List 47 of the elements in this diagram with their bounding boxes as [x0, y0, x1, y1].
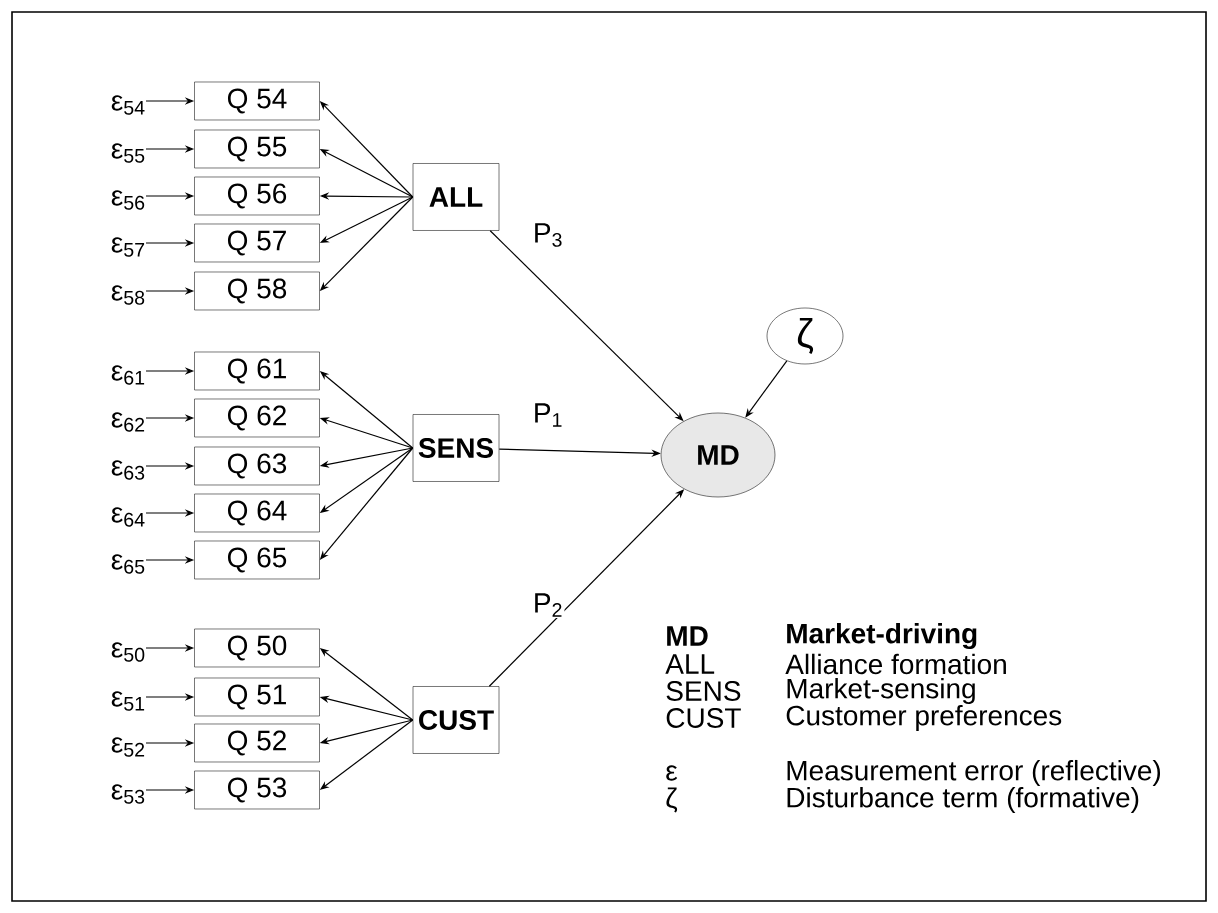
error-term-label: ε$_{54}$ — [111, 95, 145, 115]
error-term-label: ε$_{51}$ — [111, 691, 145, 711]
indicator-box: Q 63 — [194, 446, 320, 486]
definition-text: Alliance formation — [785, 653, 1006, 675]
indicator-box: Q 54 — [194, 81, 320, 121]
path-coefficient-label: P$_{2}$ — [531, 591, 565, 619]
indicator-box: Q 64 — [194, 493, 320, 533]
indicator-box: Q 61 — [194, 351, 320, 391]
indicator-box: Q 56 — [194, 176, 320, 216]
error-term-label: ε$_{53}$ — [111, 784, 145, 804]
abbreviation-text: ALL — [665, 654, 715, 674]
error-term-label: ε$_{62}$ — [111, 412, 145, 432]
indicator-box: Q 57 — [194, 223, 320, 263]
indicator-box: Q 50 — [194, 628, 320, 668]
indicator-box: Q 58 — [194, 271, 320, 311]
indicator-box: Q 52 — [194, 723, 320, 763]
error-term-label: ε$_{64}$ — [111, 507, 145, 527]
path-coefficient-label: P$_{3}$ — [531, 221, 565, 249]
indicator-box: Q 65 — [194, 540, 320, 580]
error-term-label: ε$_{56}$ — [111, 190, 145, 210]
construct-box: ALL — [412, 163, 500, 231]
error-term-label: ε$_{55}$ — [111, 143, 145, 163]
indicator-box: Q 55 — [194, 129, 320, 169]
construct-box: CUST — [412, 686, 500, 754]
error-term-label: ε$_{52}$ — [111, 737, 145, 757]
indicator-box: Q 62 — [194, 398, 320, 438]
abbreviation-text: SENS — [666, 681, 741, 701]
definition-text: Market-sensing — [787, 677, 975, 705]
abbreviation-text: ε — [666, 765, 678, 781]
construct-box: SENS — [412, 414, 500, 482]
abbreviation-text: CUST — [666, 708, 741, 728]
arrow — [745, 360, 788, 418]
error-term-label: ε$_{50}$ — [111, 642, 145, 662]
error-term-label: ε$_{57}$ — [111, 237, 145, 257]
error-term-label: ε$_{61}$ — [111, 365, 145, 385]
abbreviation-text: MD — [667, 626, 708, 646]
error-term-label: ε$_{58}$ — [111, 285, 145, 305]
definition-text: Disturbance term (formative) — [787, 786, 1139, 814]
abbreviation-text: ζ — [666, 787, 678, 813]
error-term-label: ε$_{63}$ — [111, 460, 145, 480]
definition-text: Customer preferences — [786, 704, 1062, 732]
error-term-label: ε$_{65}$ — [111, 554, 145, 574]
definition-text: Market-driving — [787, 622, 977, 650]
definition-text: Measurement error (reflective) — [787, 759, 1160, 787]
indicator-box: Q 51 — [194, 677, 320, 717]
path-coefficient-label: P$_{1}$ — [531, 401, 565, 429]
indicator-box: Q 53 — [194, 770, 320, 810]
